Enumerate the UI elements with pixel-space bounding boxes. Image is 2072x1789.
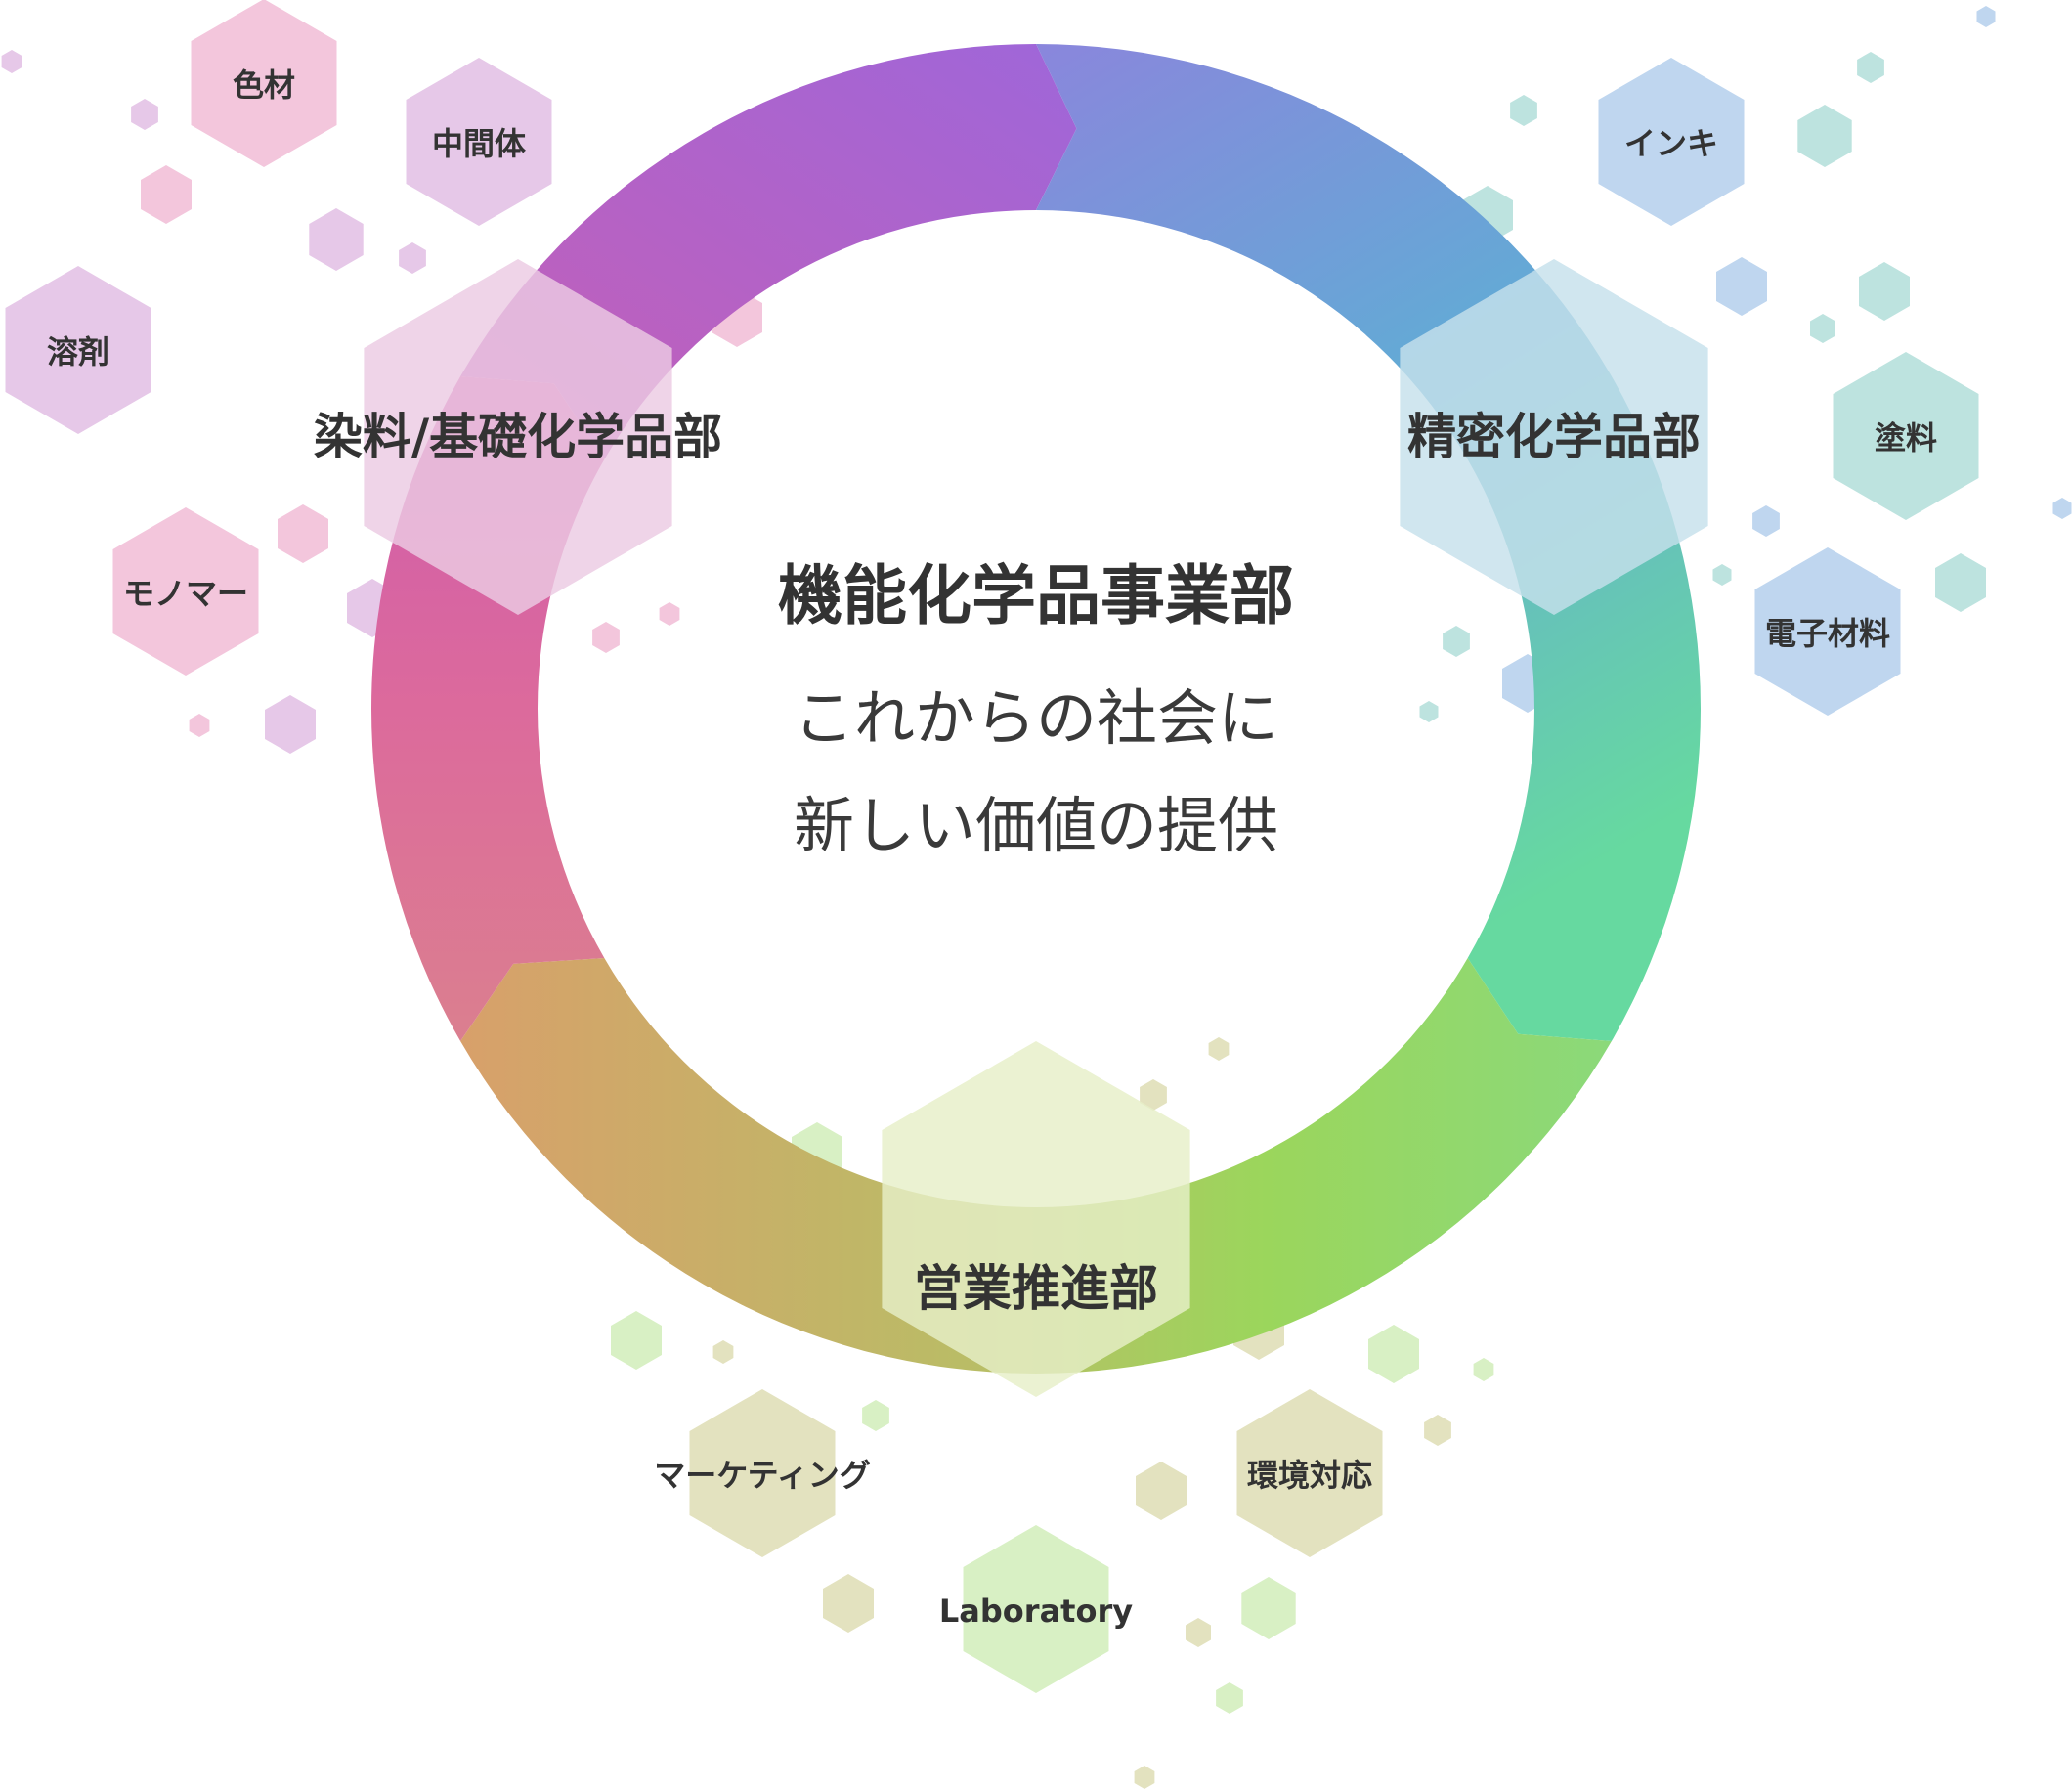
decorative-hex: [1712, 564, 1732, 586]
decorative-hex: [611, 1311, 662, 1370]
department-label-sales: 営業推進部: [914, 1260, 1158, 1317]
decorative-hex: [1208, 1037, 1230, 1061]
decorative-hex: [399, 242, 426, 274]
center-subtitle-line1: これからの社会に: [794, 682, 1278, 754]
product-shikizai-label: 色材: [233, 66, 295, 104]
decorative-hex: [1140, 1079, 1167, 1111]
decorative-hex: [1716, 257, 1767, 316]
department-hex-dye: [364, 259, 672, 615]
product-denshi-zairyo-hex: [1754, 547, 1901, 716]
product-kankyo-taio-hex: [1236, 1389, 1383, 1557]
ring-segment-bottom: [460, 958, 1612, 1374]
decorative-hex: [823, 1574, 874, 1633]
product-chukantai-label: 中間体: [432, 125, 526, 162]
decorative-hex: [1976, 6, 1996, 27]
decorative-hex: [862, 1400, 889, 1431]
decorative-hex: [659, 602, 680, 626]
decorative-hex: [1216, 1682, 1243, 1714]
decorative-hex: [131, 99, 158, 130]
decorative-hex: [1797, 105, 1852, 167]
product-yozai-hex: [5, 266, 151, 434]
decorative-hex: [1443, 626, 1470, 657]
decorative-hex: [1, 50, 22, 73]
decorative-hex: [712, 1340, 734, 1364]
decorative-hex: [1419, 701, 1439, 722]
department-hex-sales: [882, 1041, 1190, 1397]
decorative-hex: [2052, 498, 2072, 519]
product-laboratory-label: Laboratory: [939, 1593, 1133, 1630]
center-title: 機能化学品事業部: [778, 558, 1294, 633]
product-laboratory-hex: [963, 1525, 1109, 1693]
decorative-hex: [1752, 505, 1780, 537]
product-monomer-label: モノマー: [123, 575, 248, 612]
decorative-hex: [592, 622, 620, 653]
decorative-hex: [1186, 1618, 1211, 1647]
product-toryo-label: 塗料: [1875, 419, 1937, 457]
product-toryo-hex: [1833, 352, 1979, 520]
decorative-hex: [1857, 52, 1884, 83]
product-shikizai-hex: [191, 0, 337, 167]
decorative-hex: [1859, 262, 1910, 321]
decorative-hex: [1810, 314, 1835, 343]
department-label-fine: 精密化学品部: [1407, 409, 1701, 465]
product-ink-hex: [1598, 58, 1745, 226]
product-yozai-label: 溶剤: [47, 333, 109, 371]
center-message: 機能化学品事業部 これからの社会に 新しい価値の提供: [778, 558, 1294, 861]
decorative-hex: [1935, 553, 1986, 612]
decorative-hex: [1241, 1577, 1296, 1639]
decorative-hex: [141, 165, 192, 224]
department-label-dye: 染料/基礎化学品部: [314, 409, 722, 465]
product-chukantai-hex: [406, 58, 552, 226]
decorative-hex: [278, 504, 328, 563]
center-subtitle-line2: 新しい価値の提供: [794, 790, 1278, 861]
decorative-hex: [1368, 1325, 1419, 1383]
decorative-hex: [189, 714, 210, 737]
product-marketing-label: マーケティング: [654, 1457, 870, 1494]
product-ink-label: インキ: [1624, 125, 1718, 162]
decorative-hex: [1134, 1766, 1155, 1789]
decorative-hex: [1136, 1462, 1187, 1520]
product-kankyo-taio-label: 環境対応: [1247, 1457, 1372, 1494]
department-hex-fine: [1400, 259, 1708, 615]
product-denshi-zairyo-label: 電子材料: [1765, 615, 1890, 652]
decorative-hex: [1473, 1358, 1494, 1381]
product-monomer-hex: [112, 507, 259, 676]
decorative-hex: [1424, 1415, 1451, 1446]
decorative-hex: [1510, 95, 1537, 126]
product-marketing-hex: [689, 1389, 836, 1557]
decorative-hex: [309, 208, 364, 271]
decorative-hex: [265, 695, 316, 754]
